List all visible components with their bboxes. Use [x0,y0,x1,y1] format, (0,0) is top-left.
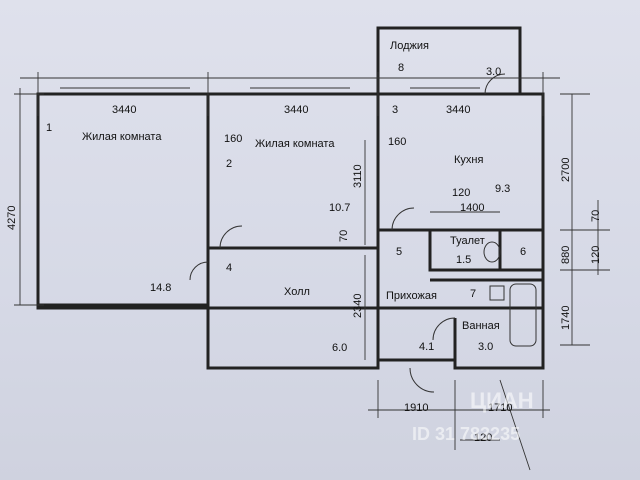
toilet-fixture [483,241,501,263]
room-7-number: 7 [470,288,477,300]
shaft-wall [498,230,543,272]
room-1-name: Жилая комната [82,131,162,143]
room-3-area: 9.3 [495,183,511,195]
room-8-name: Лоджия [390,40,429,52]
room-7-area: 4.1 [419,341,435,353]
room-2-number: 2 [226,158,233,170]
dim-1400: 1400 [460,202,485,214]
bathroom-area: 3.0 [478,341,494,353]
dim-seventy-b: 70 [590,209,602,222]
dim-1740: 1740 [560,305,572,330]
door-swing-loggia [484,73,506,95]
bathtub [509,283,537,347]
room-5-name: Туалет [450,235,485,247]
door-swing-entry [409,367,435,393]
door-swing-d [432,317,456,341]
dim-top-mid: 3440 [284,104,309,116]
room-1-number: 1 [46,122,53,134]
watermark-id: ID 31 783235 [412,424,521,444]
room-4-area: 6.0 [332,342,348,354]
dim-bottom-1710: 1710 [488,402,513,414]
room-2-name: Жилая комната [255,138,335,150]
dim-top-left: 3440 [112,104,137,116]
room-3-number: 3 [392,104,399,116]
apartment-outline [36,92,545,310]
room-5-number: 5 [396,246,403,258]
room-4-name: Холл [284,286,310,298]
dim-wall-b: 160 [388,136,407,148]
room-7-name: Прихожая [386,290,437,302]
dim-120-b: 120 [590,245,602,264]
bathroom-name: Ванная [462,320,500,332]
washbasin [489,285,505,301]
room-2-area: 10.7 [329,202,351,214]
bath-outer-wall [453,308,545,370]
door-swing-b [189,261,209,281]
room-1-area: 14.8 [150,282,172,294]
dim-wall-a: 160 [224,133,243,145]
loggia-wall [376,26,522,94]
room-4-number: 4 [226,262,233,274]
room-8-number: 8 [398,62,405,74]
dim-left-height: 4270 [6,205,18,230]
room-6-number: 6 [520,246,527,258]
dim-bottom-1910: 1910 [404,402,429,414]
dim-kitchen-height: 2700 [560,157,572,182]
door-swing-a [219,225,243,249]
dim-leader [499,379,531,471]
room-5-area: 1.5 [456,254,472,266]
room-3-name: Кухня [454,154,484,166]
dim-bottom-120: 120 [474,432,493,444]
dim-880: 880 [560,245,572,264]
dim-seventy-a: 70 [338,229,350,242]
dim-top-right: 3440 [446,104,471,116]
entry-wall [376,358,455,368]
dim-120-a: 120 [452,187,471,199]
watermark-brand: ЦИАН [470,388,534,413]
room-8-area: 3.0 [486,66,502,78]
door-swing-c [391,207,415,231]
dim-mid-vertical: 3110 [352,164,364,188]
dim-hall-height: 2340 [352,293,364,318]
